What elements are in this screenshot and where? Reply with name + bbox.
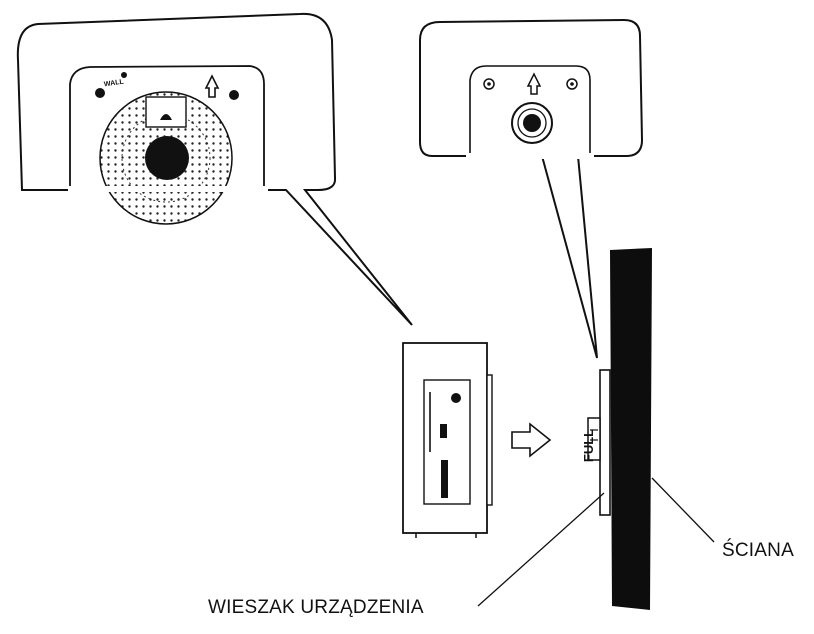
tiny-mark-dot bbox=[121, 72, 127, 78]
device-back-rail bbox=[486, 374, 493, 506]
bracket-screw-right bbox=[566, 78, 578, 90]
device-slot bbox=[441, 460, 448, 498]
bracket-side-mark: FULL bbox=[581, 428, 597, 463]
bell-mark-icon bbox=[160, 114, 172, 120]
hollow-arrow-right-icon bbox=[511, 422, 552, 458]
speaker-grille-inner-ring bbox=[121, 113, 211, 203]
device-back-callout bbox=[16, 12, 413, 326]
bracket-hook-center bbox=[523, 114, 541, 132]
device-side-knob bbox=[451, 393, 461, 403]
mount-screw-hole-left bbox=[95, 88, 105, 98]
wall bbox=[610, 248, 652, 610]
hollow-arrow-up-icon bbox=[204, 74, 220, 98]
center-button bbox=[145, 136, 189, 180]
bracket-hook bbox=[587, 417, 601, 461]
bracket-plate bbox=[599, 369, 611, 516]
wall-leader-line bbox=[651, 477, 715, 543]
grille-top-tab bbox=[145, 96, 187, 128]
bracket-screw-left bbox=[483, 78, 495, 90]
bracket-leader-line bbox=[477, 492, 605, 607]
bracket-callout bbox=[419, 18, 644, 359]
wall-label: ŚCIANA bbox=[722, 540, 794, 561]
device-switch bbox=[440, 424, 447, 438]
mount-screw-hole-right bbox=[229, 90, 239, 100]
device-side-view bbox=[402, 342, 493, 538]
hollow-arrow-up-icon bbox=[526, 72, 542, 95]
wall-bracket bbox=[587, 369, 611, 516]
bracket-label: WIESZAK URZĄDZENIA bbox=[208, 597, 424, 618]
